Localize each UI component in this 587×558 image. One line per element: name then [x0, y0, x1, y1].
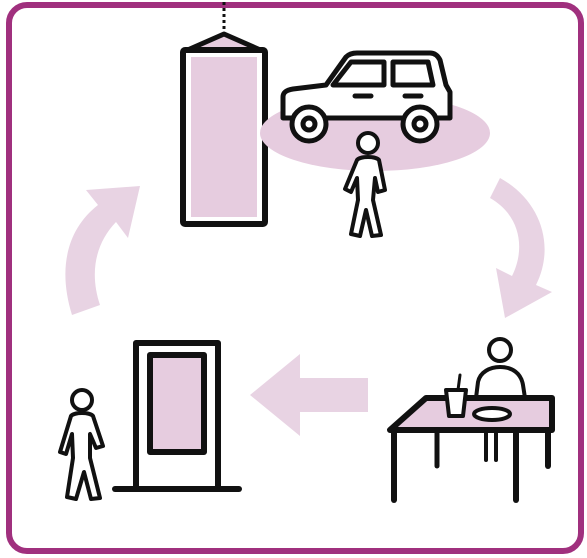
diner-at-table-icon — [390, 339, 552, 500]
arrow-right-icon — [490, 178, 552, 318]
arrow-left-icon — [250, 354, 368, 436]
standing-sign-icon — [115, 343, 239, 489]
walking-person-left-icon — [60, 390, 103, 499]
hanging-sign-icon — [183, 2, 265, 224]
arrow-top-left-icon — [65, 186, 140, 315]
